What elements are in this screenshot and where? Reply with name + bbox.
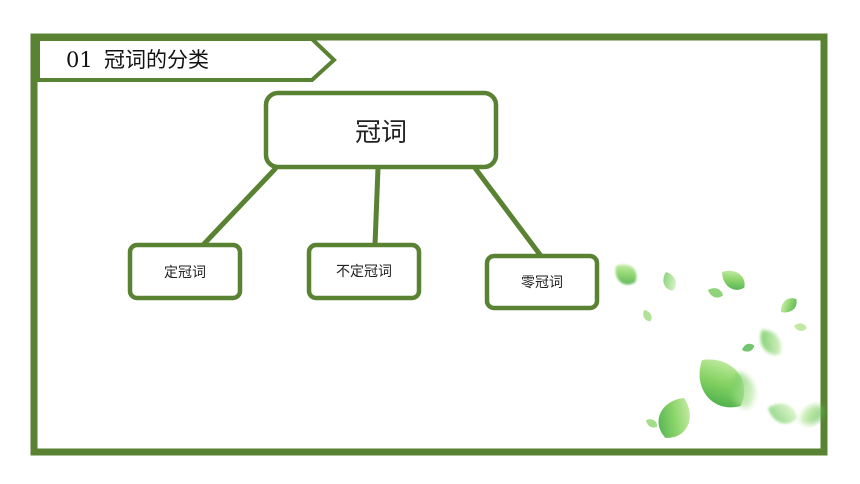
leaf-icon [722,270,745,290]
connector-middle [372,167,381,246]
leaf-icon [646,419,658,428]
leaf-icon [708,288,724,298]
leaf-icon [643,310,652,322]
leaf-icon [663,272,676,291]
decorative-leaves [615,264,825,438]
leaf-icon [794,323,807,331]
connector-right [473,166,543,258]
leaf-icon [768,403,797,424]
section-number: 01 [66,48,93,72]
child-node-definite [127,242,243,301]
leaf-icon [658,398,690,438]
leaf-icon [742,343,755,352]
section-title: 冠词的分类 [104,48,209,72]
slide-frame [30,33,828,456]
root-node [263,90,499,170]
leaf-icon [800,405,825,425]
root-node-label: 冠词 [355,118,407,148]
leaf-icon [760,329,782,355]
leaf-icon [615,264,637,285]
leaf-icon [780,298,797,313]
child-node-indefinite-label: 不定冠词 [336,264,392,280]
child-node-zero-label: 零冠词 [521,275,563,291]
leaf-icon [730,372,756,409]
child-node-definite-label: 定冠词 [164,265,206,281]
child-node-indefinite [306,242,422,301]
child-node-zero [484,253,600,311]
title-banner [36,37,337,82]
connector-left [201,166,278,247]
